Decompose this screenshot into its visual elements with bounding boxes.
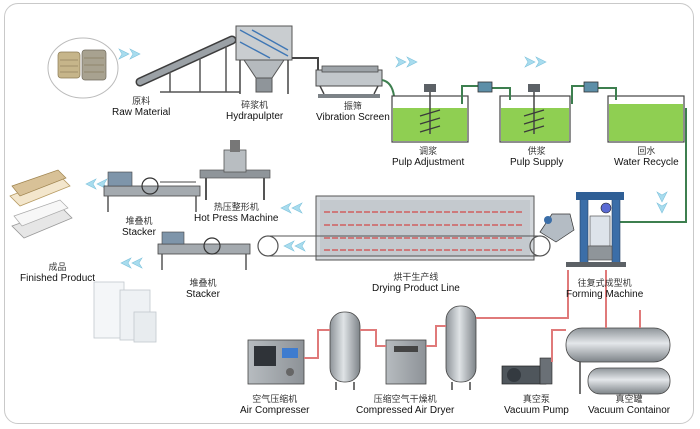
label-pulp-supply: 供浆 Pulp Supply [510, 146, 563, 168]
vibration-screen-en: Vibration Screen [316, 112, 390, 123]
stacker-bottom-en: Stacker [186, 289, 220, 300]
arrow-raw-to-pulper [118, 48, 141, 60]
label-water-recycle: 回水 Water Recycle [614, 146, 679, 168]
pulp-adjustment-zh: 调浆 [419, 146, 438, 156]
label-forming-machine: 往复式成型机 Forming Machine [566, 278, 643, 300]
air-dryer-en: Compressed Air Dryer [356, 405, 455, 416]
air-dryer-machine [385, 339, 427, 385]
vacuum-pump-machine [501, 357, 553, 385]
pulp-supply-zh: 供浆 [527, 146, 546, 156]
label-air-dryer: 压缩空气干燥机 Compressed Air Dryer [356, 394, 454, 416]
hot-press-machine [199, 140, 271, 200]
arrow-to-supply [524, 56, 547, 68]
stacker-bottom-zh: 堆叠机 [189, 278, 217, 288]
raw-material-zh: 原料 [132, 96, 151, 106]
vacuum-container-zh: 真空罐 [615, 394, 643, 404]
hot-press-en: Hot Press Machine [194, 213, 279, 224]
drying-line-zh: 烘干生产线 [393, 272, 439, 282]
label-raw-material: 原料 Raw Material [112, 96, 170, 118]
arrow-to-hotpress [280, 202, 303, 214]
tank-pumps-and-pipes [461, 81, 687, 223]
air-tank-1 [329, 311, 361, 390]
label-hot-press: 热压整形机 Hot Press Machine [194, 202, 278, 224]
stacker-bottom-machine [157, 231, 251, 270]
flow-arrows [85, 48, 668, 269]
vacuum-pump-en: Vacuum Pump [504, 405, 569, 416]
arrow-to-drying-exit [283, 240, 306, 252]
incline-conveyor [135, 35, 240, 93]
forming-machine-zh: 往复式成型机 [577, 278, 632, 288]
air-compressor-en: Air Compresser [240, 405, 310, 416]
water-recycle-zh: 回水 [637, 146, 656, 156]
arrow-down-recycle [656, 191, 668, 214]
label-vibration-screen: 振筛 Vibration Screen [316, 101, 390, 123]
label-drying-line: 烘干生产线 Drying Product Line [372, 272, 460, 294]
raw-material-en: Raw Material [112, 107, 171, 118]
air-tank-2 [445, 305, 477, 390]
finished-product-zh: 成品 [48, 262, 67, 272]
label-vacuum-pump: 真空泵 Vacuum Pump [504, 394, 569, 416]
vacuum-pump-zh: 真空泵 [522, 394, 550, 404]
label-stacker-top: 堆叠机 Stacker [122, 216, 156, 238]
air-compressor-zh: 空气压缩机 [252, 394, 298, 404]
air-compressor-machine [247, 339, 305, 385]
stacker-top-zh: 堆叠机 [125, 216, 153, 226]
pulp-adjustment-tank [391, 84, 469, 143]
vibration-screen-machine [315, 65, 395, 98]
finished-product-trays [9, 169, 73, 239]
arrow-to-vibration [395, 56, 418, 68]
water-recycle-tank [607, 95, 685, 143]
vacuum-container-en: Vacuum Containor [588, 405, 671, 416]
air-pipes [304, 270, 569, 359]
label-air-compressor: 空气压缩机 Air Compresser [240, 394, 309, 416]
label-finished-product: 成品 Finished Product [20, 262, 95, 284]
label-hydrapulpter: 碎浆机 Hydrapulpter [226, 100, 283, 122]
drying-line-en: Drying Product Line [372, 283, 460, 294]
vacuum-container-tanks [565, 327, 671, 395]
drying-line-machine [257, 195, 551, 261]
pulp-supply-tank [499, 84, 571, 143]
stacker-top-machine [103, 171, 201, 212]
pulp-adjustment-en: Pulp Adjustment [392, 157, 465, 168]
label-stacker-bottom: 堆叠机 Stacker [186, 278, 220, 300]
forming-machine-en: Forming Machine [566, 289, 644, 300]
finished-product-blocks [93, 281, 157, 343]
pulp-supply-en: Pulp Supply [510, 157, 564, 168]
hydrapulpter-zh: 碎浆机 [241, 100, 269, 110]
label-pulp-adjustment: 调浆 Pulp Adjustment [392, 146, 464, 168]
forming-machine [539, 192, 626, 267]
vibration-screen-zh: 振筛 [343, 101, 362, 111]
stacker-top-en: Stacker [122, 227, 156, 238]
hydrapulpter-en: Hydrapulpter [226, 111, 284, 122]
water-recycle-en: Water Recycle [614, 157, 679, 168]
finished-product-en: Finished Product [20, 273, 96, 284]
hot-press-zh: 热压整形机 [213, 202, 259, 212]
vacuum-pipes [551, 270, 641, 362]
hydrapulper-machine [235, 25, 319, 94]
raw-material-icon [47, 37, 119, 99]
arrow-to-finished [120, 257, 143, 269]
label-vacuum-container: 真空罐 Vacuum Containor [588, 394, 670, 416]
air-dryer-zh: 压缩空气干燥机 [373, 394, 437, 404]
